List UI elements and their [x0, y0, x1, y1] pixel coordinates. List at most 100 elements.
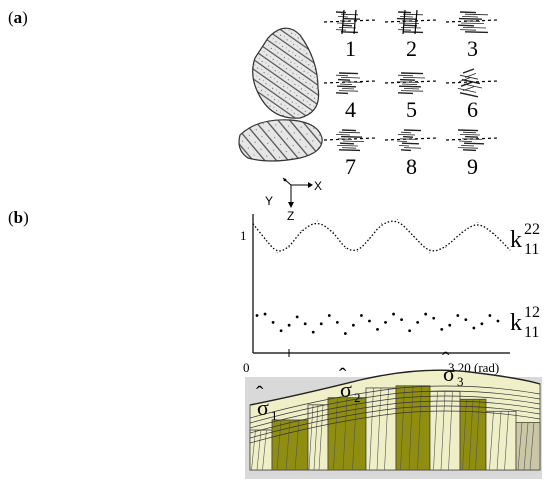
- fold-layer-line: [249, 385, 541, 419]
- point-k12-11: [488, 314, 492, 317]
- k22-sup: 22: [524, 221, 540, 238]
- panel-b-close: ): [23, 208, 29, 227]
- rock-sample-upper: [252, 27, 320, 119]
- point-k22-11: [288, 246, 290, 248]
- fold-layer-line: [249, 390, 541, 424]
- point-k12-11: [303, 322, 307, 326]
- texture-label-8: 8: [406, 154, 417, 179]
- sigma3-hat: ˆ: [442, 347, 450, 372]
- point-k22-11: [369, 238, 370, 240]
- point-k12-11: [271, 321, 275, 324]
- k12-base: k: [510, 310, 522, 336]
- rock-sample-lower: [238, 119, 323, 162]
- point-k12-11: [319, 322, 323, 326]
- point-k12-11: [440, 327, 444, 331]
- panel-a-open: (: [8, 8, 14, 27]
- sigma2-base: σ: [340, 377, 352, 402]
- texture-9: 9: [445, 129, 499, 179]
- panel-b-label: (b): [8, 208, 29, 228]
- fold-band: [395, 385, 431, 471]
- point-k12-11: [408, 329, 412, 333]
- sigma2-sub: 2: [354, 390, 361, 405]
- sigma1-hat: ˆ: [256, 381, 264, 406]
- panel-b-letter: b: [13, 208, 24, 227]
- axis-z-label: Z: [287, 209, 294, 223]
- point-k12-11: [480, 322, 484, 326]
- point-k22-11: [381, 223, 382, 225]
- point-k12-11: [287, 323, 291, 327]
- point-k12-11: [432, 316, 436, 320]
- point-k22-11: [316, 220, 318, 222]
- point-k12-11: [448, 323, 452, 327]
- texture-4: 4: [323, 72, 377, 122]
- point-k12-11: [279, 329, 283, 333]
- point-k12-11: [311, 330, 315, 334]
- series-k22-11: [252, 219, 511, 254]
- texture-7: 7: [323, 129, 377, 179]
- fold-layer-line: [249, 395, 541, 429]
- sigma3-base: σ: [443, 361, 455, 386]
- texture-2: 2: [384, 9, 438, 61]
- fold-crest-line: [249, 369, 541, 406]
- fold-layer-line: [249, 405, 541, 439]
- point-k22-11: [252, 223, 254, 225]
- texture-label-4: 4: [345, 97, 356, 122]
- point-k22-11: [357, 251, 358, 252]
- point-k22-11: [509, 249, 511, 251]
- chart-y-tick-1: 1: [240, 228, 247, 243]
- axis-y-label: Y: [265, 194, 273, 208]
- sigma2-hat: ˆ: [339, 363, 347, 388]
- k12-sup: 12: [524, 304, 540, 321]
- axis-x-label: X: [314, 179, 322, 193]
- fold-band: [515, 422, 541, 471]
- fold-band: [485, 410, 517, 471]
- point-k22-11: [477, 221, 479, 223]
- texture-label-9: 9: [467, 154, 478, 179]
- sigma1-sub: 1: [271, 408, 278, 423]
- point-k22-11: [493, 233, 495, 234]
- texture-label-3: 3: [467, 36, 478, 61]
- point-k22-11: [445, 246, 447, 248]
- series-k22-11-line: [252, 220, 511, 252]
- point-k12-11: [376, 327, 379, 331]
- point-k12-11: [368, 319, 371, 323]
- texture-label-7: 7: [345, 154, 356, 179]
- k12-sub: 11: [524, 324, 539, 341]
- texture-8: 8: [384, 129, 438, 179]
- point-k12-11: [456, 314, 460, 317]
- panel-a-label: (a): [8, 8, 28, 28]
- fold-band: [429, 390, 461, 471]
- fold-bands: [249, 385, 541, 471]
- point-k12-11: [384, 321, 387, 324]
- point-k22-11: [397, 219, 398, 220]
- panel-b-open: (: [8, 208, 14, 227]
- sigma1-base: σ: [257, 395, 269, 420]
- point-k12-11: [416, 321, 420, 324]
- point-k12-11: [263, 312, 267, 316]
- point-k12-11: [464, 318, 468, 322]
- label-k12-11: k 12 11: [510, 304, 540, 341]
- k22-base: k: [510, 227, 522, 253]
- sigma3-sub: 3: [457, 374, 464, 389]
- texture-5: 5: [384, 72, 438, 122]
- point-k12-11: [400, 318, 403, 322]
- axis-triad: Y Z X: [265, 177, 322, 223]
- k22-sub: 11: [524, 241, 539, 258]
- point-k12-11: [255, 314, 259, 317]
- panel-a-letter: a: [13, 8, 23, 27]
- point-k12-11: [472, 326, 476, 330]
- texture-1: 1: [323, 9, 377, 61]
- fold-block-diagram: σ 1 ˆ σ 2 ˆ σ 3 ˆ: [245, 347, 542, 479]
- point-k22-11: [332, 231, 334, 233]
- texture-label-5: 5: [406, 97, 417, 122]
- stress-labels: σ 1 ˆ σ 2 ˆ σ 3 ˆ: [256, 347, 464, 423]
- point-k12-11: [360, 314, 363, 317]
- point-k12-11: [295, 315, 299, 319]
- texture-label-6: 6: [467, 97, 478, 122]
- series-k12-11: [255, 312, 500, 335]
- point-k12-11: [496, 319, 500, 323]
- fold-layer-line: [249, 410, 541, 444]
- point-k12-11: [424, 312, 428, 316]
- point-k12-11: [327, 314, 331, 317]
